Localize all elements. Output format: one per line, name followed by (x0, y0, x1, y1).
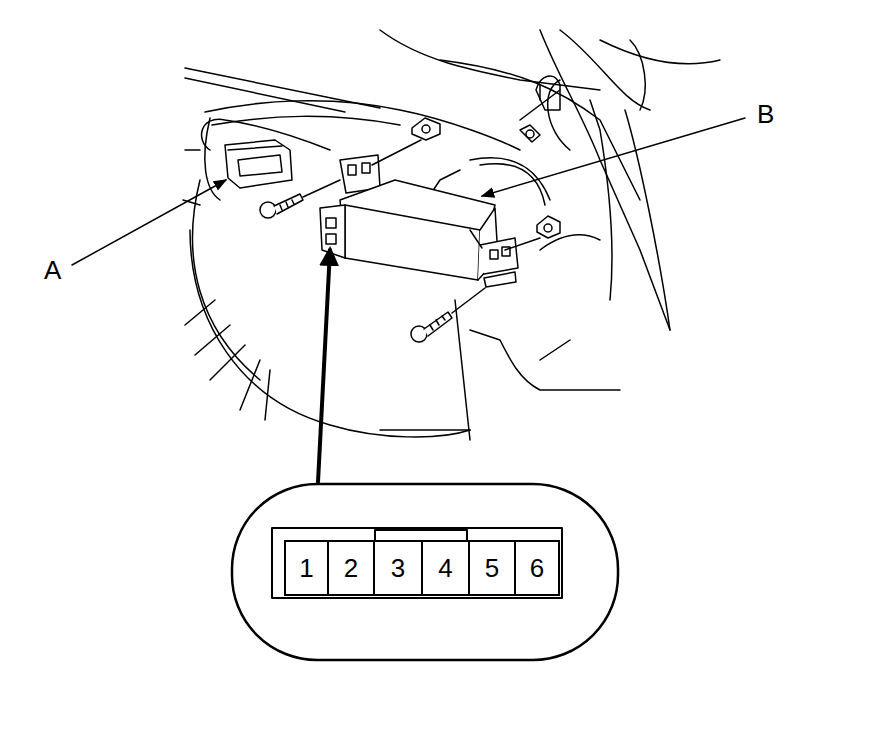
connector-face-inset (232, 484, 618, 660)
dashboard-structure (183, 30, 720, 440)
control-unit-b (320, 155, 518, 287)
pin-cell: 4 (421, 540, 470, 596)
pin-number: 6 (530, 555, 544, 581)
pin-number: 4 (438, 555, 452, 581)
pin-number: 3 (391, 555, 405, 581)
pin-number: 2 (344, 555, 358, 581)
pin-cell: 3 (373, 540, 423, 596)
pin-cell: 5 (468, 540, 516, 596)
fasteners (260, 118, 560, 342)
pin-number: 1 (299, 555, 313, 581)
pin-cell: 6 (514, 540, 560, 596)
leader-lines (72, 118, 745, 482)
callout-letter: A (42, 256, 63, 284)
pin-cell: 1 (284, 540, 329, 596)
pin-cell: 2 (327, 540, 375, 596)
connector-a (202, 119, 330, 188)
callout-letter: B (755, 100, 776, 128)
pin-number: 5 (485, 555, 499, 581)
